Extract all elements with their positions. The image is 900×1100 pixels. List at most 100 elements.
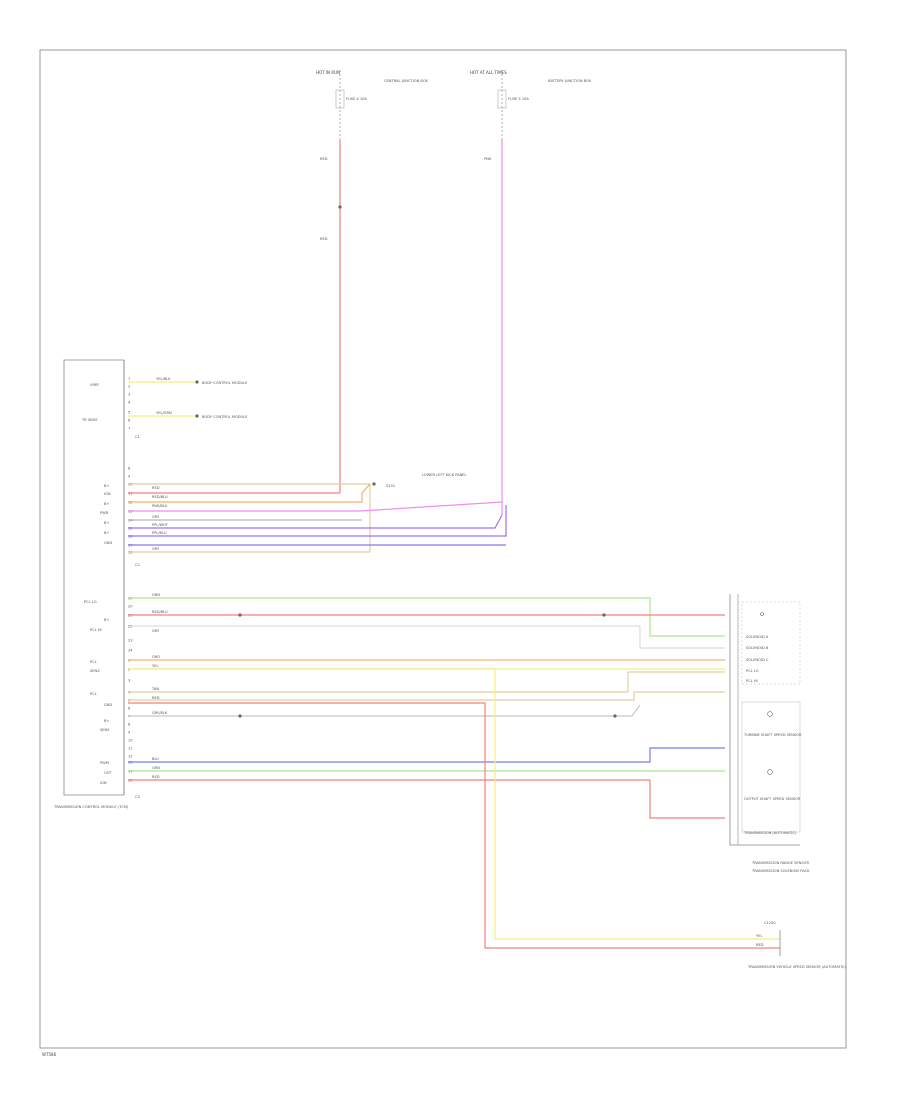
pin-label: GND [104, 541, 112, 545]
pin-label: OUT [104, 771, 112, 775]
pin-number: 24 [128, 649, 133, 653]
right-module-caption-2: TRANSMISSION SOLENOID PACK [751, 869, 810, 873]
wire-color-label: TAN [151, 687, 159, 691]
feed-wires: RED RED PNK [320, 140, 503, 515]
sub-label: TURBINE SHAFT SPEED SENSOR [743, 733, 802, 737]
pin-number: 23 [128, 639, 133, 643]
pin-number: 6 [128, 707, 131, 711]
pin-number: 11 [128, 747, 133, 751]
wire-color-label: RED [152, 775, 160, 779]
pin-number: 8 [128, 723, 131, 727]
pin-number: 9 [128, 475, 131, 479]
wire-color-label: PPL/WHT [152, 523, 169, 527]
pin-label: SOLENOID C [746, 658, 769, 662]
wire-color-label: GRN [152, 593, 160, 597]
pin-label: B+ [104, 719, 109, 723]
junction-box-label: BATTERY JUNCTION BOX [548, 79, 592, 83]
wire-color-label: RED [152, 486, 160, 490]
right-module-caption: TRANSMISSION RANGE SENSOR [751, 861, 809, 865]
vss-caption: TRANSMISSION VEHICLE SPEED SENSOR (AUTOM… [747, 965, 846, 969]
wire-color-label: PNK [484, 157, 492, 161]
pin-number: 8 [128, 467, 131, 471]
splice-note: LOWER LEFT KICK PANEL [422, 473, 467, 477]
page-code: W7586 [42, 1052, 57, 1057]
pin-label: PCL [90, 692, 97, 696]
left-module-tcm: TRANSMISSION CONTROL MODULE (TCM) C1 C2 … [53, 359, 140, 809]
connector-label-c3: C3 [135, 795, 140, 799]
wire-color-label: PNK/BLU [152, 504, 168, 508]
pin-numbers: 1234567891011121314151617181920212223241… [128, 377, 133, 783]
pin-number: 20 [128, 605, 133, 609]
power-source-hot-at-all-times: HOT AT ALL TIMES FUSE 5 10A BATTERY JUNC… [470, 70, 592, 140]
pin-label: SOLENOID A [746, 635, 769, 639]
junction-box-label: CENTRAL JUNCTION BOX [384, 79, 428, 83]
wire-color-label: YEL [152, 664, 158, 668]
wire-color-label: PPL/BLU [152, 531, 167, 535]
splice-label: S201 [386, 484, 395, 488]
pin-label: SENS [90, 669, 100, 673]
pin-label: VREF [90, 383, 99, 387]
connector-code: C1250 [764, 921, 776, 925]
pin-label: PWM [100, 761, 109, 765]
pin-label: TR SENS [81, 418, 98, 422]
bottom-right-vss: C1250 YEL RED TRANSMISSION VEHICLE SPEED… [747, 921, 846, 969]
wire-color-label: RED/BLU [152, 495, 168, 499]
power-source-hot-in-run: HOT IN RUN FUSE 4 10A CENTRAL JUNCTION B… [316, 70, 428, 140]
pin-label: B+ [104, 484, 109, 488]
diagram-frame [39, 49, 847, 1049]
destination-label: BODY CONTROL MODULE [202, 415, 248, 419]
destination-label: BODY CONTROL MODULE [202, 381, 248, 385]
pin-label: B+ [104, 521, 109, 525]
pin-number: 4 [128, 401, 131, 405]
pin-number: 7 [128, 427, 130, 431]
pin-number: 10 [128, 739, 133, 743]
pin-number: 3 [128, 393, 130, 397]
wire-color-label: GRY [152, 629, 160, 633]
wire-color-label: RED [152, 696, 160, 700]
sub-label: OUTPUT SHAFT SPEED SENSOR [744, 797, 801, 801]
fuse-label: FUSE 5 10A [508, 97, 529, 101]
wire-color-label: RED/BLU [152, 610, 168, 614]
pin-label: IGN [100, 781, 107, 785]
pin-label: B+ [104, 531, 109, 535]
pin-number: 12 [128, 755, 133, 759]
pin-label: B+ [104, 502, 109, 506]
pin-label: SOLENOID B [746, 646, 769, 650]
power-source-label: HOT IN RUN [316, 70, 340, 75]
wire-color-label: YEL [756, 934, 762, 938]
wire-color-label: GRY [152, 515, 160, 519]
pin-label: GND [104, 703, 112, 707]
pin-number: 6 [128, 419, 131, 423]
pin-number: 3 [128, 679, 130, 683]
pin-label: PWR [100, 511, 109, 515]
pin-label: PCL HI [90, 628, 102, 632]
wire-color-label: RED [756, 943, 764, 947]
connector-label-c2: C2 [135, 563, 140, 567]
wire-color-label: BLU [152, 757, 159, 761]
pin-label: PCL LO [746, 669, 759, 673]
pin-label: PCL LO [84, 600, 97, 604]
pin-label: SENS [100, 728, 110, 732]
pin-label: B+ [104, 618, 109, 622]
bottom-harness: GRN RED/BLU GRY ORG YEL TAN RED GRY/BLK … [128, 593, 780, 949]
middle-harness: S201 LOWER LEFT KICK PANEL RED RED/BLU P… [128, 473, 507, 553]
pin-label: PCL [90, 660, 97, 664]
wire-color-label: RED [320, 157, 328, 161]
wire-color-label: YEL/GRN [156, 411, 172, 415]
fuse-label: FUSE 4 10A [346, 97, 367, 101]
connector-label-c1: C1 [135, 435, 140, 439]
top-yellow-wires: YEL/BLK BODY CONTROL MODULE YEL/GRN BODY… [128, 377, 248, 419]
wire-color-label: GRN [152, 766, 160, 770]
pin-label: PCL HI [746, 679, 758, 683]
power-source-label: HOT AT ALL TIMES [470, 70, 507, 75]
pin-number: 2 [128, 385, 130, 389]
pin-label: IGN [104, 492, 111, 496]
right-module-transmission: SOLENOID A SOLENOID B SOLENOID C PCL LO … [729, 594, 810, 873]
left-module-caption: TRANSMISSION CONTROL MODULE (TCM) [53, 805, 129, 809]
wire-color-label: ORG [152, 655, 160, 659]
pin-number: 1 [128, 377, 130, 381]
left-module-outline [63, 359, 125, 796]
wire-color-label: YEL/BLK [156, 377, 171, 381]
pin-number: 9 [128, 731, 131, 735]
